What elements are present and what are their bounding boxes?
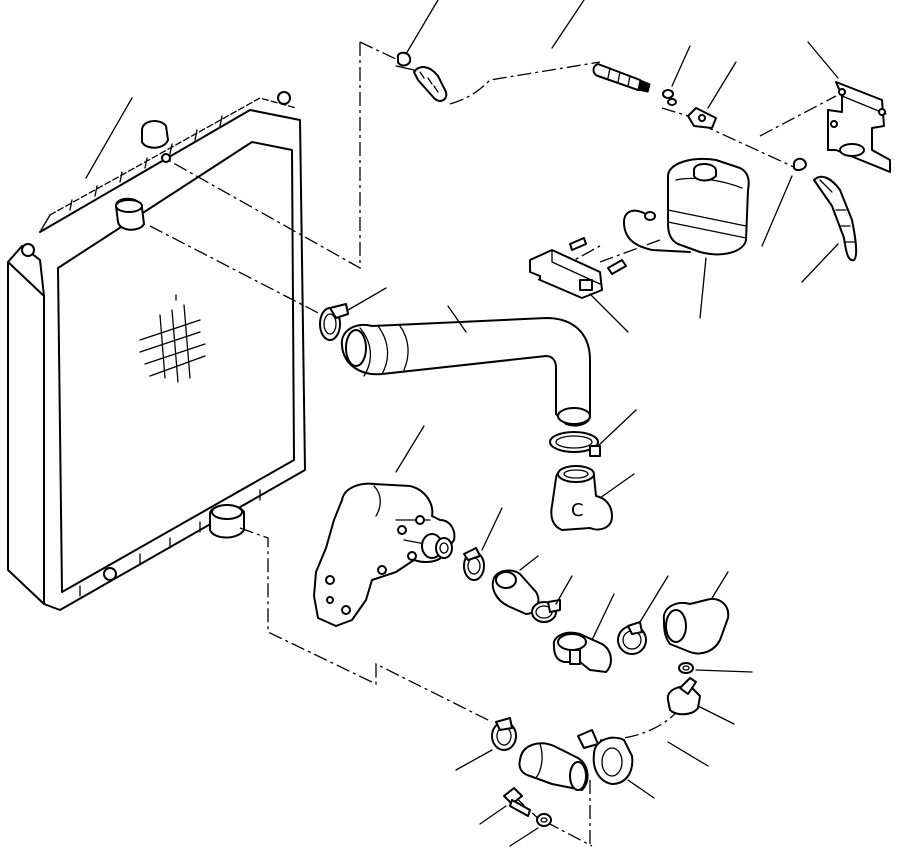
radiator-lower-neck — [209, 504, 245, 539]
reservoir-drain-hose — [623, 209, 691, 253]
water-outlet-elbow: C — [550, 465, 635, 531]
radiator-upper-neck — [115, 197, 145, 231]
washer — [509, 813, 552, 847]
hose-clamp — [531, 575, 573, 623]
washer — [678, 662, 753, 674]
hose-clamp — [549, 409, 637, 457]
overflow-hose-right — [761, 157, 858, 283]
hose-clamp — [319, 287, 387, 341]
svg-text:C: C — [571, 500, 584, 521]
overflow-hose-top — [395, 51, 651, 102]
mounting-bracket — [827, 81, 891, 173]
radiator-cap — [141, 120, 171, 163]
bypass-hose — [491, 555, 540, 615]
lower-radiator-hose — [518, 742, 589, 791]
hose-clamp — [455, 717, 517, 771]
leader-right — [667, 741, 709, 767]
thermostat-housing — [552, 593, 615, 673]
hose-clamp — [463, 507, 503, 581]
reservoir-cap-clip — [687, 107, 717, 129]
hose-clamp — [577, 729, 655, 799]
hose-clamp — [666, 677, 735, 725]
upper-radiator-hose — [340, 305, 591, 427]
leader-top-2 — [551, 0, 585, 49]
water-pump — [313, 425, 456, 627]
reservoir-bracket — [529, 237, 629, 333]
leader-top-1 — [405, 0, 439, 55]
leader-top-3 — [671, 45, 691, 87]
bolt — [479, 787, 531, 825]
leader-top-5 — [807, 41, 839, 79]
water-outlet-elbow — [662, 571, 730, 655]
alignment-lines — [149, 41, 837, 847]
reservoir-tank — [667, 158, 750, 319]
radiator — [7, 91, 306, 611]
hose-clamp — [617, 575, 669, 655]
hose-clamp-small — [662, 89, 677, 106]
leader-top-4 — [707, 61, 737, 109]
